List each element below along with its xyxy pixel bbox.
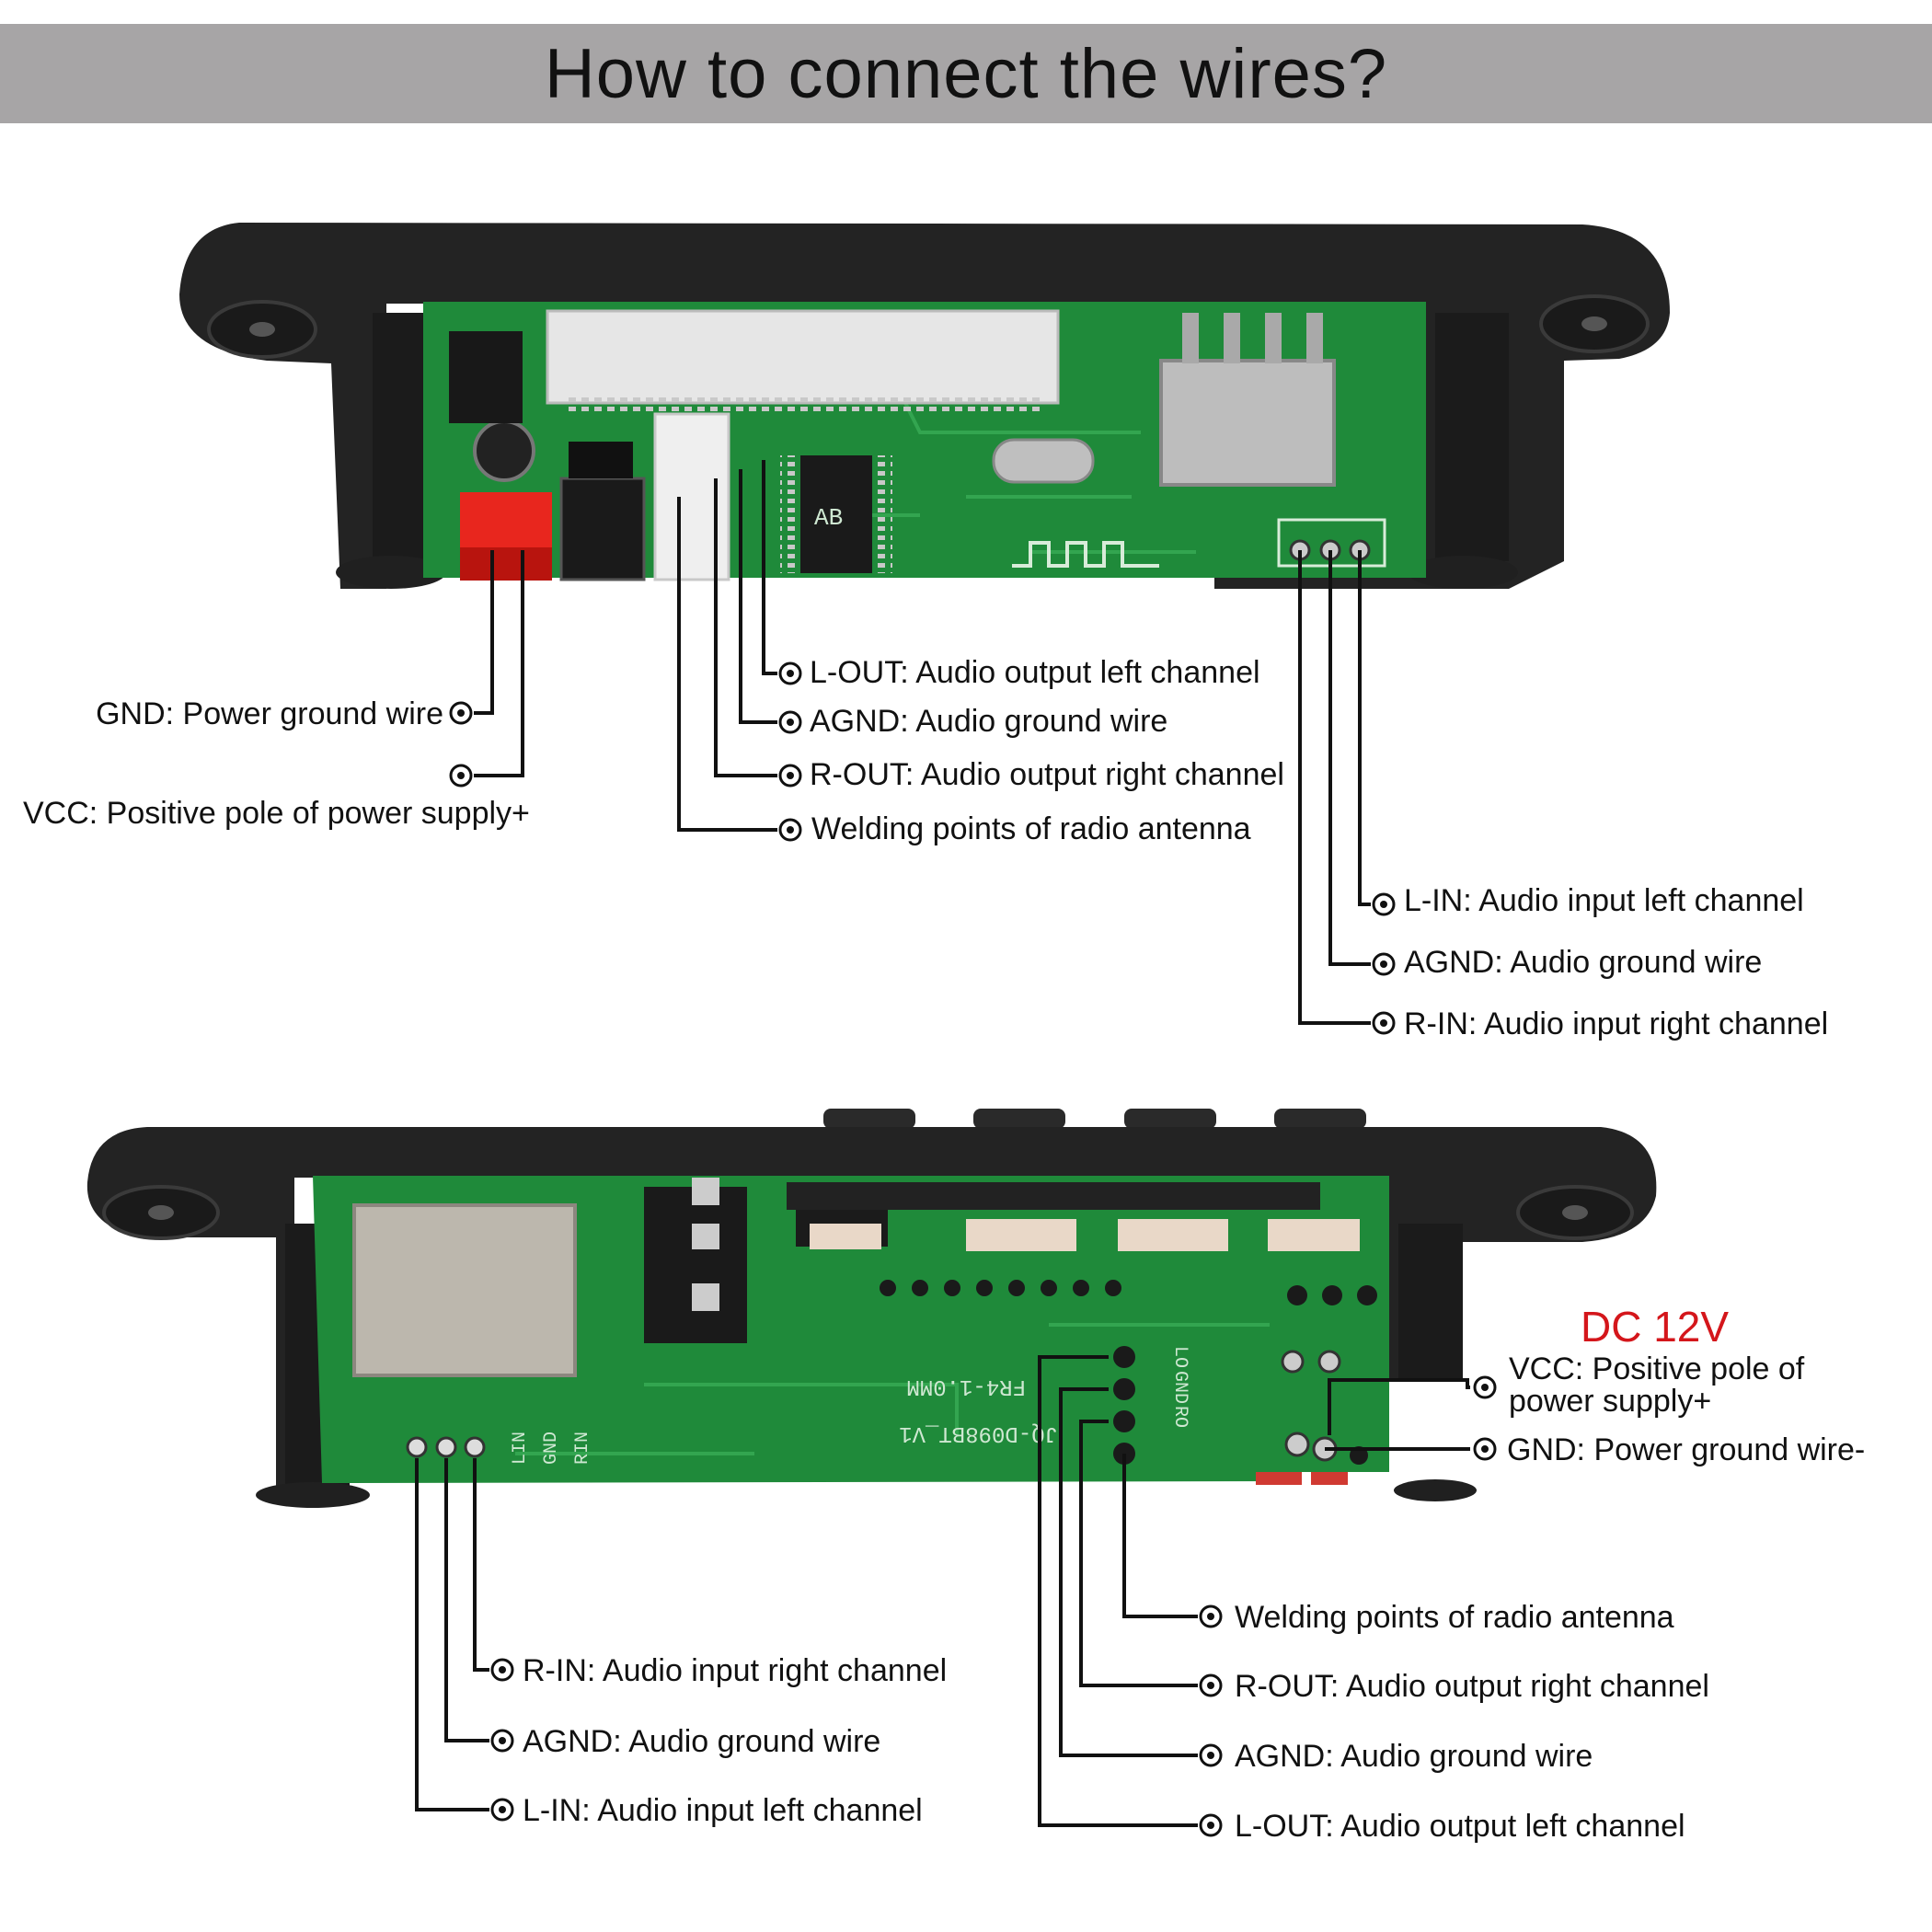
terminal-icon	[490, 1729, 514, 1753]
bottom-rin-label: R-IN: Audio input right channel	[523, 1653, 948, 1688]
terminal-icon	[778, 710, 802, 734]
terminal-icon	[1199, 1743, 1223, 1767]
bottom-board: FR4-1.0MM JQ-D098BT_V1 LO GND RO LIN GND…	[86, 1109, 1657, 1508]
sd-card-slot	[352, 1203, 577, 1377]
main-chip	[800, 455, 872, 573]
page-title: How to connect the wires?	[544, 34, 1388, 113]
title-banner: How to connect the wires?	[0, 24, 1932, 123]
terminal-icon	[449, 701, 473, 725]
top-rout-label: R-OUT: Audio output right channel	[810, 757, 1284, 792]
top-gnd-label: GND: Power ground wire	[96, 696, 443, 731]
board-model-text: JQ-D098BT_V1	[899, 1420, 1058, 1445]
capacitor-icon	[473, 420, 535, 482]
top-board: AB	[179, 223, 1670, 589]
silk-lo: LO	[1169, 1346, 1190, 1368]
top-rin-label: R-IN: Audio input right channel	[1404, 1006, 1829, 1041]
top-agnd-in-label: AGND: Audio ground wire	[1404, 945, 1763, 980]
bottom-vcc-label-line1: VCC: Positive pole of	[1509, 1351, 1805, 1386]
terminal-icon	[1199, 1813, 1223, 1837]
silk-gnd: GND	[541, 1432, 562, 1465]
usb-port	[1159, 359, 1336, 487]
bottom-gnd-label: GND: Power ground wire-	[1507, 1432, 1866, 1467]
terminal-icon	[778, 764, 802, 788]
terminal-icon	[778, 818, 802, 842]
bottom-vcc-label-line2: power supply+	[1509, 1384, 1712, 1419]
terminal-icon	[1372, 892, 1396, 916]
terminal-icon	[1473, 1375, 1497, 1399]
terminal-icon	[490, 1798, 514, 1822]
terminal-icon	[1473, 1437, 1497, 1461]
top-agnd-out-label: AGND: Audio ground wire	[810, 704, 1168, 739]
audio-jack	[644, 1187, 747, 1343]
bottom-agnd-out-label: AGND: Audio ground wire	[1235, 1739, 1593, 1774]
terminal-icon	[1372, 1011, 1396, 1035]
lcd-connector	[546, 309, 1060, 405]
bottom-rout-label: R-OUT: Audio output right channel	[1235, 1669, 1709, 1704]
bottom-lout-label: L-OUT: Audio output left channel	[1235, 1809, 1685, 1844]
chip-marking: AB	[814, 504, 843, 532]
terminal-icon	[449, 764, 473, 788]
bottom-antenna-label: Welding points of radio antenna	[1235, 1600, 1674, 1635]
top-vcc-label: VCC: Positive pole of power supply+	[23, 796, 530, 831]
terminal-icon	[490, 1658, 514, 1682]
silk-lin: LIN	[510, 1432, 531, 1465]
top-lin-label: L-IN: Audio input left channel	[1404, 883, 1804, 918]
board-rev-text: FR4-1.0MM	[906, 1374, 1026, 1398]
top-antenna-label: Welding points of radio antenna	[811, 811, 1251, 846]
terminal-icon	[1199, 1673, 1223, 1697]
terminal-icon	[1372, 952, 1396, 976]
bottom-lin-label: L-IN: Audio input left channel	[523, 1793, 923, 1828]
bottom-leader-lines	[415, 1355, 1470, 1827]
terminal-icon	[1199, 1604, 1223, 1628]
power-connector	[460, 492, 552, 549]
bottom-pcb	[313, 1176, 1389, 1483]
silk-gnd2: GND	[1169, 1371, 1190, 1404]
silk-ro: RO	[1169, 1406, 1190, 1428]
silk-rin: RIN	[572, 1432, 593, 1465]
bottom-agnd-in-label: AGND: Audio ground wire	[523, 1724, 881, 1759]
bottom-panel	[86, 1127, 1657, 1490]
terminal-icon	[778, 661, 802, 685]
top-leader-lines	[474, 460, 1371, 1025]
top-lout-label: L-OUT: Audio output left channel	[810, 655, 1260, 690]
dc-voltage-label: DC 12V	[1581, 1303, 1730, 1351]
